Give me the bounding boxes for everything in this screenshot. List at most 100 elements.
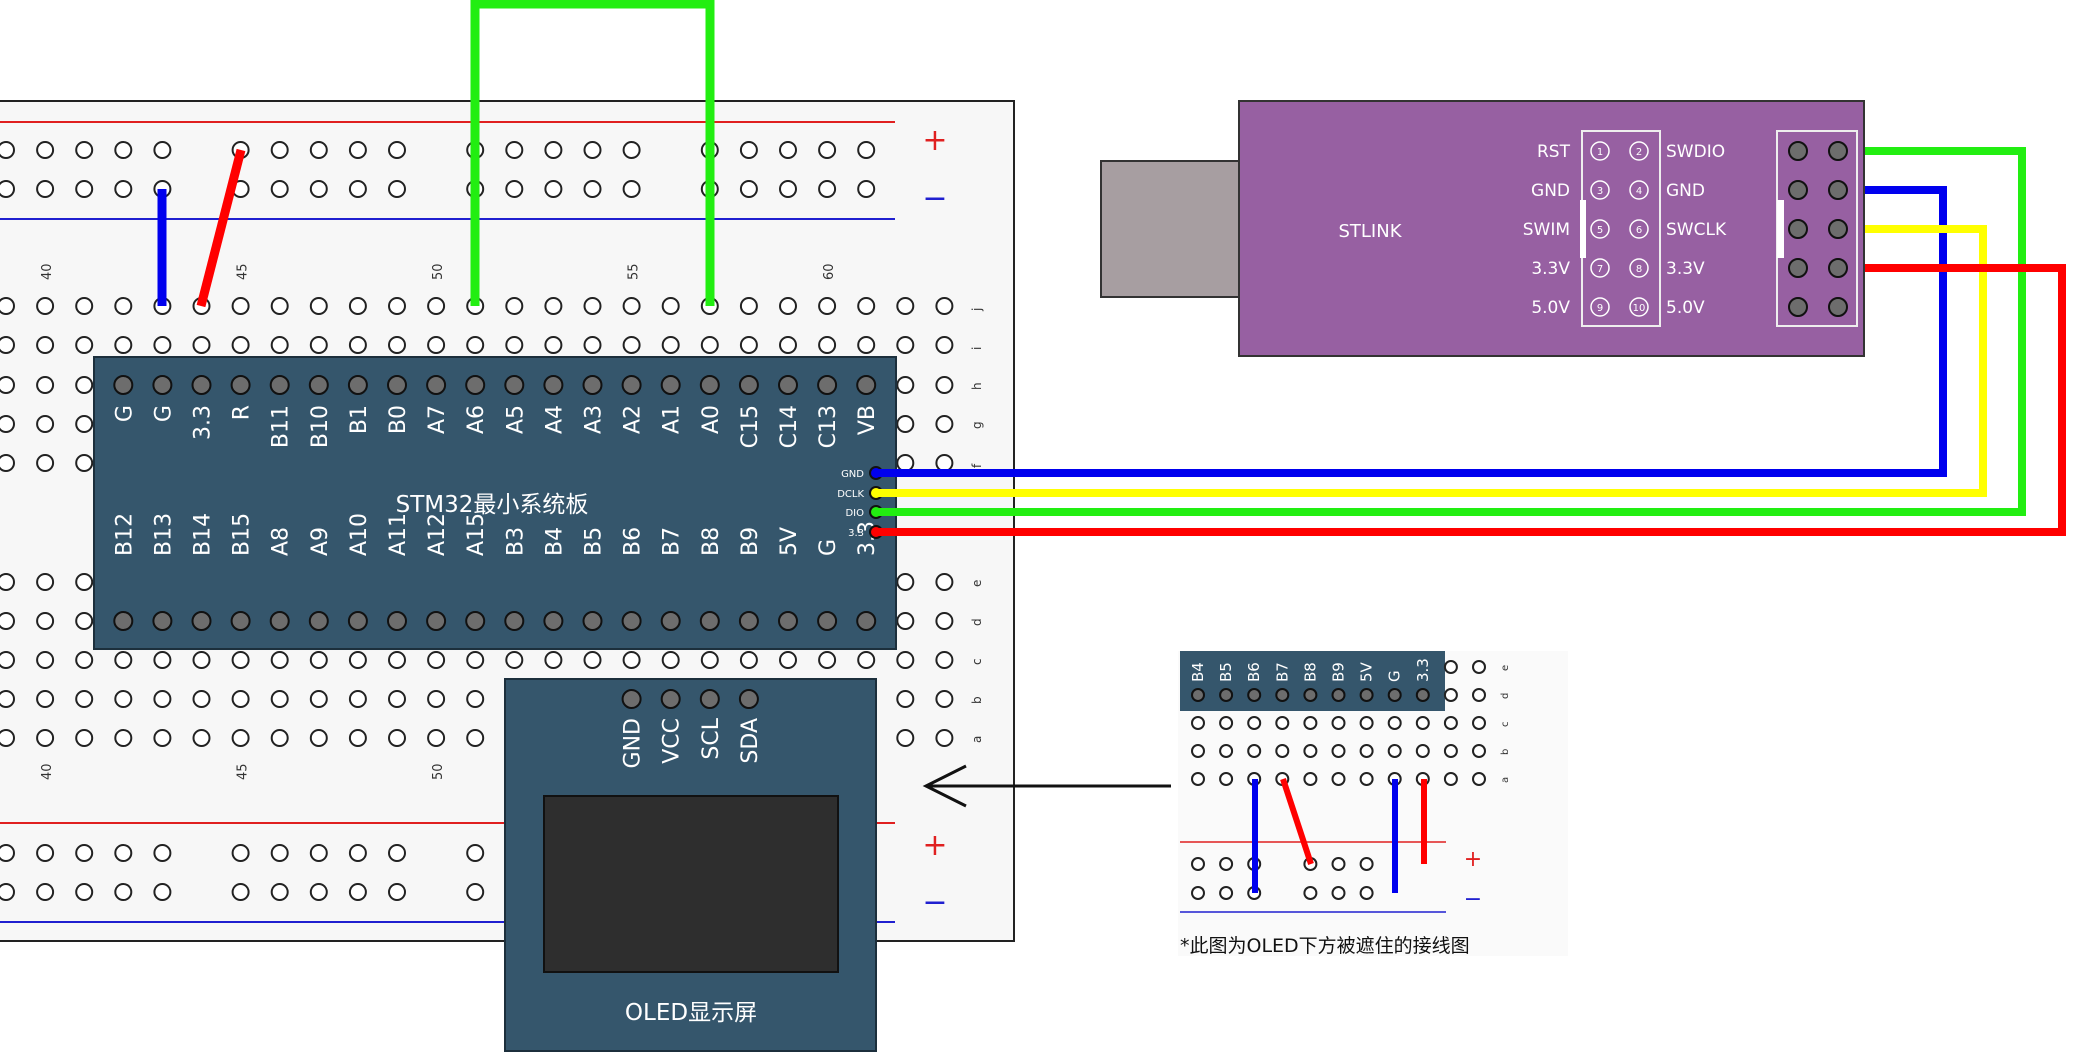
row-letter: d xyxy=(970,618,984,626)
row-letter: i xyxy=(970,347,984,350)
inset-hole xyxy=(1443,772,1458,786)
rail-hole xyxy=(153,883,172,901)
stm32-pin xyxy=(269,375,290,395)
inset-pin-label: G xyxy=(1386,670,1404,682)
rail-hole xyxy=(36,141,55,159)
breadboard-hole xyxy=(309,651,328,669)
rail-hole xyxy=(36,883,55,901)
rail-hole xyxy=(309,141,328,159)
rail-hole xyxy=(348,141,367,159)
breadboard-hole xyxy=(309,729,328,747)
stm32-pin xyxy=(387,375,407,395)
stm32-pin xyxy=(699,375,720,395)
stm32-pin xyxy=(152,375,173,395)
inset-hole xyxy=(1219,744,1234,758)
rail-hole xyxy=(36,844,55,862)
breadboard-hole xyxy=(309,336,328,354)
inset-rail-hole xyxy=(1219,886,1234,900)
breadboard-hole xyxy=(505,336,524,354)
inset-row-letter: e xyxy=(1500,665,1511,671)
stm32-pin xyxy=(621,611,642,631)
breadboard-hole xyxy=(0,297,15,315)
inset-pin-label: B9 xyxy=(1330,662,1348,682)
arrow-icon xyxy=(922,764,1171,808)
breadboard-hole xyxy=(661,651,680,669)
inset-rail-minus: − xyxy=(1464,887,1482,912)
breadboard-hole xyxy=(857,651,876,669)
breadboard-hole xyxy=(935,454,954,472)
rail-hole xyxy=(544,141,563,159)
breadboard-hole xyxy=(818,297,837,315)
inset-wire-red xyxy=(1280,778,1314,865)
rail-hole xyxy=(583,180,602,198)
inset-pin-label: 5V xyxy=(1358,661,1376,682)
rail-hole xyxy=(153,844,172,862)
inset-hole xyxy=(1387,744,1402,758)
rail-hole xyxy=(622,141,641,159)
rail-hole xyxy=(388,844,406,862)
stm32-pin-label: A1 xyxy=(660,405,685,434)
stm32-pin-label: R xyxy=(230,405,255,420)
rail-hole xyxy=(779,141,797,159)
stm32-pin xyxy=(504,375,525,395)
stlink-pinout-circle xyxy=(1629,258,1649,278)
stm32-pin xyxy=(347,611,368,631)
stlink-pin-number: 4 xyxy=(1636,186,1642,197)
inset-pin-label: B5 xyxy=(1217,662,1235,682)
breadboard-hole xyxy=(114,297,133,315)
stm32-pin-label: B1 xyxy=(347,405,372,434)
stm32-pin xyxy=(738,611,759,631)
stlink-pinout-circle xyxy=(1629,219,1649,239)
breadboard-hole xyxy=(114,729,133,747)
stm32-pin xyxy=(191,611,212,631)
rail-hole xyxy=(75,883,94,901)
inset-rail-hole xyxy=(1359,857,1374,871)
breadboard-hole xyxy=(583,297,602,315)
rail-hole xyxy=(818,180,837,198)
top-rail-plus: + xyxy=(922,123,947,158)
inset-pin-label: B4 xyxy=(1189,662,1207,682)
stlink-left-label: GND xyxy=(1531,181,1570,201)
wire-a6-a0-green xyxy=(470,0,715,306)
breadboard-hole xyxy=(0,415,15,433)
rail-hole xyxy=(231,883,250,901)
inset-hole xyxy=(1359,744,1374,758)
stm32-pin-label: A15 xyxy=(464,513,489,556)
rail-hole xyxy=(270,180,289,198)
breadboard-hole xyxy=(622,336,641,354)
rail-hole xyxy=(388,141,406,159)
breadboard-hole xyxy=(739,651,758,669)
inset-hole xyxy=(1415,744,1430,758)
inset-hole xyxy=(1443,716,1458,730)
rail-hole xyxy=(583,141,602,159)
breadboard-hole xyxy=(192,690,211,708)
inset-rail-hole xyxy=(1303,886,1318,900)
column-number: 40 xyxy=(40,263,55,280)
breadboard-hole xyxy=(348,729,367,747)
rail-hole xyxy=(270,141,289,159)
breadboard-hole xyxy=(75,376,94,394)
stm32-pin xyxy=(856,375,877,395)
inset-rail-hole xyxy=(1219,857,1234,871)
rail-hole xyxy=(75,844,94,862)
inset-hole xyxy=(1472,744,1486,758)
stm32-pin xyxy=(426,611,447,631)
stlink-header-pin xyxy=(1788,219,1808,239)
bottom-rail-minus: − xyxy=(922,885,947,920)
swd-pin-label: DCLK xyxy=(837,489,864,500)
stlink-header-pin xyxy=(1788,297,1808,317)
inset-row-letter: b xyxy=(1500,749,1511,755)
breadboard-hole xyxy=(466,651,485,669)
breadboard-hole xyxy=(935,729,954,747)
inset-hole xyxy=(1415,716,1430,730)
row-letter: a xyxy=(970,736,984,743)
stm32-pin xyxy=(113,611,134,631)
breadboard-hole xyxy=(75,297,94,315)
oled-pin-label: SCL xyxy=(699,717,724,759)
breadboard-hole xyxy=(583,336,602,354)
inset-pin xyxy=(1387,688,1402,702)
